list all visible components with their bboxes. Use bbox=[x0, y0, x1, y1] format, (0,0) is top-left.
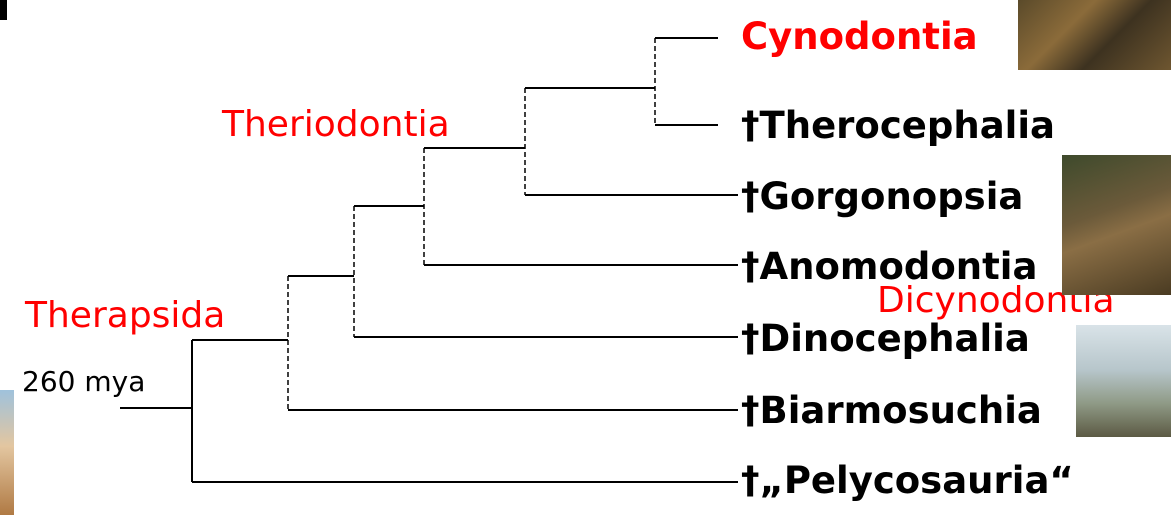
clade-theriodontia: Theriodontia bbox=[222, 104, 450, 145]
pelycosaur-illustration bbox=[0, 390, 14, 515]
taxon-cynodontia: Cynodontia bbox=[741, 15, 978, 58]
corner-mark bbox=[0, 0, 7, 20]
taxon-anomodontia: †Anomodontia bbox=[741, 245, 1038, 288]
taxon-dinocephalia: †Dinocephalia bbox=[741, 317, 1030, 360]
cynodont-illustration bbox=[1018, 0, 1171, 70]
clade-therapsida: Therapsida bbox=[25, 295, 226, 336]
dicynodont-illustration bbox=[1076, 325, 1171, 437]
taxon-gorgonopsia: †Gorgonopsia bbox=[741, 175, 1024, 218]
taxon-biarmosuchia: †Biarmosuchia bbox=[741, 389, 1042, 432]
taxon-therocephalia: †Therocephalia bbox=[741, 104, 1055, 147]
taxon-pelycosauria: †„Pelycosauria“ bbox=[741, 459, 1074, 502]
age-label: 260 mya bbox=[22, 365, 146, 398]
gorgonopsid-illustration bbox=[1062, 155, 1171, 295]
